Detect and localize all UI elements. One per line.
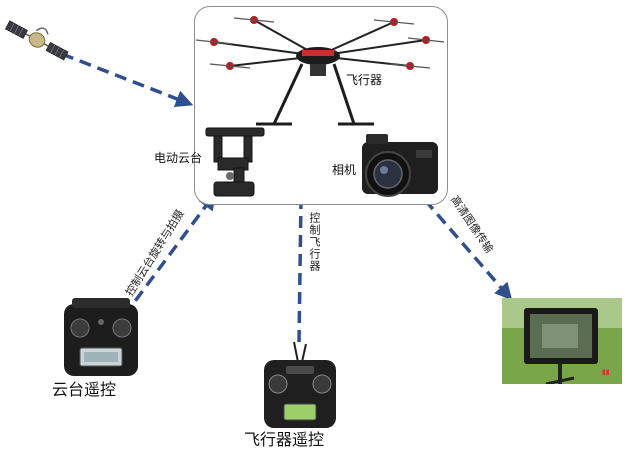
gimbal-remote-icon	[64, 298, 138, 376]
flight-control-link-label: 控制飞行器	[308, 212, 321, 272]
camera-icon	[362, 134, 438, 197]
video-monitor-icon: ▮▮	[502, 298, 622, 384]
drone-remote-icon	[264, 341, 336, 428]
camera-label: 相机	[332, 163, 357, 177]
drone-remote-label: 飞行器遥控	[244, 430, 325, 449]
gimbal-remote-label: 云台遥控	[52, 380, 117, 399]
arrow-camera-to-monitor	[423, 198, 513, 301]
arrow-gimbal-remote-to-gimbal	[122, 192, 217, 318]
arrow-satellite-to-drone	[61, 52, 194, 108]
svg-text:▮▮: ▮▮	[602, 368, 610, 376]
drone-label: 飞行器	[346, 73, 383, 87]
satellite-icon	[4, 20, 69, 61]
gimbal-label: 电动云台	[154, 151, 203, 165]
drone-icon	[195, 16, 445, 126]
gimbal-icon	[205, 127, 265, 197]
